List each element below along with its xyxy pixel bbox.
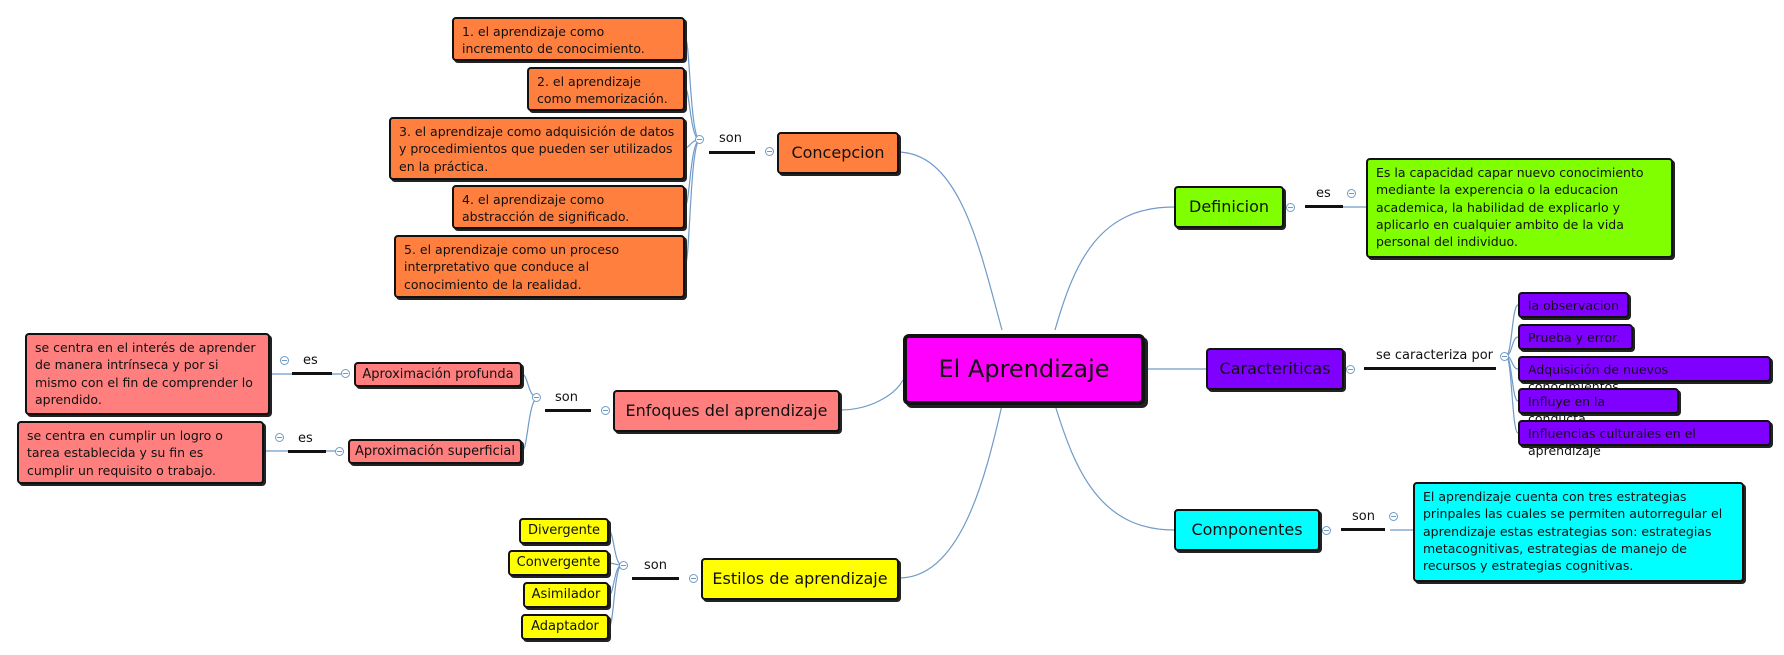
center-node[interactable]: El Aprendizaje [903,334,1145,405]
caracteristica-4[interactable]: Influye en la conducta. [1518,388,1679,426]
item-text: Divergente [527,523,600,539]
link-label-es: es [298,431,313,446]
link-bar [1341,528,1385,531]
link-label-es: es [303,353,318,368]
link-label-son: son [644,558,667,573]
item-text: 5. el aprendizaje como un proceso interp… [404,242,620,292]
estilo-adaptador[interactable]: Adaptador [521,614,609,640]
description-text: se centra en el interés de aprender de m… [35,340,256,407]
link-estilos [898,404,1003,579]
concepcion-item-5[interactable]: 5. el aprendizaje como un proceso interp… [394,235,685,298]
caracteristica-3[interactable]: Adquisición de nuevos conocimientos. [1518,356,1771,394]
concepcion-item-1[interactable]: 1. el aprendizaje como incremento de con… [452,17,685,61]
item-text: 4. el aprendizaje como abstracción de si… [462,192,630,225]
collapse-icon[interactable] [1500,352,1509,361]
profunda-description[interactable]: se centra en el interés de aprender de m… [25,333,270,415]
collapse-icon[interactable] [1347,189,1356,198]
description-text: se centra en cumplir un logro o tarea es… [27,428,223,478]
collapse-icon[interactable] [1346,365,1355,374]
topic-concepcion[interactable]: Concepcion [777,132,899,174]
link-bar [1305,205,1343,208]
item-text: 3. el aprendizaje como adquisición de da… [399,124,675,174]
collapse-icon[interactable] [1322,526,1331,535]
topic-label: Estilos de aprendizaje [712,568,888,588]
item-text: Prueba y error. [1528,330,1621,345]
collapse-icon[interactable] [532,393,541,402]
superficial-description[interactable]: se centra en cumplir un logro o tarea es… [17,421,264,484]
topic-label: Caracteriticas [1219,358,1331,378]
link-componentes [1054,404,1175,531]
topic-label: Concepcion [791,142,885,162]
caracteristica-1[interactable]: la observacion [1518,292,1629,318]
collapse-icon[interactable] [765,147,774,156]
caracteristica-5[interactable]: Influencias culturales en el aprendizaje [1518,420,1771,458]
collapse-icon[interactable] [341,369,350,378]
estilo-divergente[interactable]: Divergente [519,518,609,544]
collapse-icon[interactable] [619,561,628,570]
description-text: Es la capacidad capar nuevo conocimiento… [1376,165,1644,249]
link-bar [632,577,679,580]
topic-componentes[interactable]: Componentes [1174,509,1320,551]
item-text: Influencias culturales en el aprendizaje [1528,426,1696,459]
estilo-asimilador[interactable]: Asimilador [523,582,609,608]
link-label-son: son [719,131,742,146]
collapse-icon[interactable] [689,574,698,583]
caracteristica-2[interactable]: Prueba y error. [1518,324,1633,350]
link-enfoques [839,379,904,411]
collapse-icon[interactable] [335,447,344,456]
link-bar [288,450,326,453]
concepcion-item-4[interactable]: 4. el aprendizaje como abstracción de si… [452,185,685,229]
link-label-son: son [555,390,578,405]
sub-label: Aproximación superficial [355,443,515,459]
concepcion-item-2[interactable]: 2. el aprendizaje como memorización. [527,67,685,111]
link-bar [545,409,591,412]
item-text: Asimilador [531,587,601,603]
link-definicion [1054,206,1175,331]
item-text: Adaptador [531,619,599,635]
link-bar [1364,367,1496,370]
topic-label: Componentes [1191,519,1303,539]
link-bar [709,151,755,154]
link-bar [292,372,332,375]
collapse-icon[interactable] [275,433,284,442]
item-text: la observacion [1528,298,1620,313]
estilo-convergente[interactable]: Convergente [508,550,609,576]
definicion-description[interactable]: Es la capacidad capar nuevo conocimiento… [1366,158,1673,258]
link-label-caracteriza: se caracteriza por [1376,348,1493,363]
aproximacion-superficial[interactable]: Aproximación superficial [348,439,522,464]
collapse-icon[interactable] [1286,203,1295,212]
collapse-icon[interactable] [601,406,610,415]
concepcion-item-3[interactable]: 3. el aprendizaje como adquisición de da… [389,117,685,180]
topic-enfoques[interactable]: Enfoques del aprendizaje [613,390,840,432]
collapse-icon[interactable] [1389,512,1398,521]
description-text: El aprendizaje cuenta con tres estrategi… [1423,489,1723,573]
item-text: 1. el aprendizaje como incremento de con… [462,24,645,57]
collapse-icon[interactable] [280,356,289,365]
topic-label: Definicion [1189,196,1269,216]
link-concepcion [896,151,1003,331]
topic-caracteristicas[interactable]: Caracteriticas [1206,348,1344,390]
componentes-description[interactable]: El aprendizaje cuenta con tres estrategi… [1413,482,1744,582]
center-label: El Aprendizaje [938,354,1110,383]
topic-estilos[interactable]: Estilos de aprendizaje [701,558,899,600]
link-label-es: es [1316,186,1331,201]
topic-label: Enfoques del aprendizaje [625,400,828,420]
sub-label: Aproximación profunda [362,366,514,382]
aproximacion-profunda[interactable]: Aproximación profunda [354,362,522,387]
collapse-icon[interactable] [695,135,704,144]
item-text: 2. el aprendizaje como memorización. [537,74,668,107]
link-label-son: son [1352,509,1375,524]
topic-definicion[interactable]: Definicion [1174,186,1284,228]
item-text: Convergente [516,555,601,571]
